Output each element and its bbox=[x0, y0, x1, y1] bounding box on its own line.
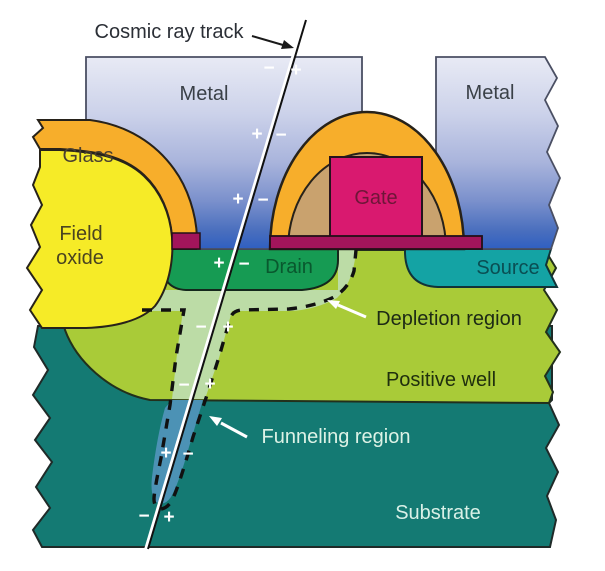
charge-symbol: − bbox=[263, 58, 274, 79]
charge-symbol: + bbox=[290, 60, 301, 81]
depletion-region-label: Depletion region bbox=[376, 308, 522, 330]
charge-symbol: − bbox=[138, 506, 149, 527]
funneling-arrow bbox=[209, 416, 248, 439]
positive-well-label: Positive well bbox=[386, 369, 496, 391]
substrate-label: Substrate bbox=[395, 502, 481, 524]
charge-symbol: − bbox=[257, 190, 268, 211]
cosmic-ray-track-line bbox=[147, 19, 307, 550]
gate-label: Gate bbox=[354, 187, 397, 209]
charge-symbol: − bbox=[275, 125, 286, 146]
field-oxide-label-line2: oxide bbox=[56, 247, 104, 269]
field-oxide-label-line1: Field bbox=[59, 223, 102, 245]
glass-label: Glass bbox=[62, 145, 113, 167]
field-oxide-region bbox=[25, 149, 174, 329]
metal-right-label: Metal bbox=[466, 82, 515, 104]
metal-left-label: Metal bbox=[180, 83, 229, 105]
charge-symbol: + bbox=[163, 507, 174, 528]
contact-strip-left bbox=[171, 232, 201, 250]
charge-symbol: + bbox=[251, 124, 262, 145]
cosmic-ray-track-line-white bbox=[144, 19, 306, 550]
cosmic-ray-arrow bbox=[251, 35, 294, 49]
contact-strip bbox=[269, 235, 483, 250]
charge-symbol: + bbox=[222, 317, 233, 338]
charge-symbol: + bbox=[232, 189, 243, 210]
charge-symbol: − bbox=[178, 375, 189, 396]
funneling-region-label: Funneling region bbox=[262, 426, 411, 448]
charge-symbol: + bbox=[204, 374, 215, 395]
charge-symbol: − bbox=[238, 254, 249, 275]
cosmic-ray-track-label: Cosmic ray track bbox=[95, 21, 245, 43]
gate-region bbox=[329, 156, 423, 238]
charge-symbol: + bbox=[213, 253, 224, 274]
source-region bbox=[404, 248, 559, 288]
depletion-arrow bbox=[327, 300, 367, 319]
depletion-boundary-dashed bbox=[142, 249, 358, 511]
charge-symbol: − bbox=[195, 317, 206, 338]
source-label: Source bbox=[476, 257, 539, 279]
charge-symbol: + bbox=[160, 443, 171, 464]
drain-label: Drain bbox=[265, 256, 313, 278]
charge-symbol: − bbox=[182, 444, 193, 465]
